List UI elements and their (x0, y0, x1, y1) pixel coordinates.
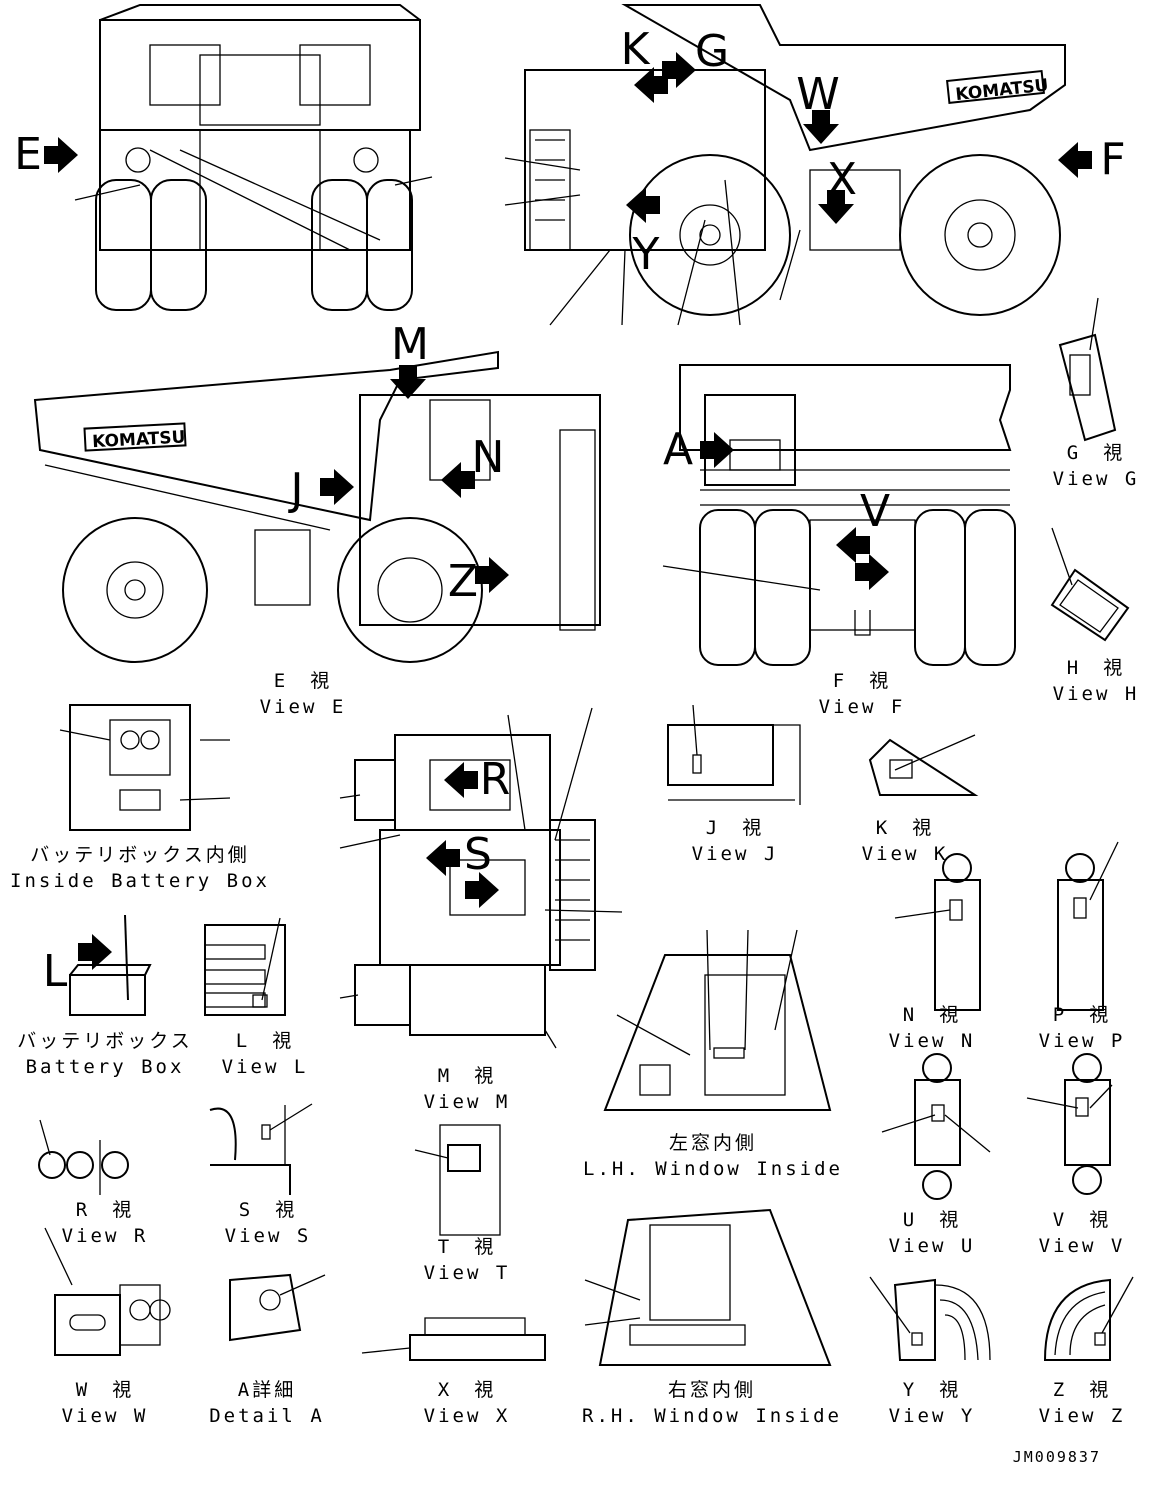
view-l-part (204, 917, 286, 1016)
lh-window-cab (603, 929, 832, 1111)
view-r-part (38, 1119, 129, 1195)
letter-v: V (859, 486, 891, 537)
letter-y: Y (632, 229, 660, 280)
view-v-cylinder (1026, 1053, 1113, 1195)
view-u-cylinder (881, 1053, 991, 1200)
view-m-engine (339, 707, 623, 1049)
letter-r: R (479, 754, 511, 805)
view-s-part (209, 1103, 313, 1195)
letter-k: K (620, 24, 650, 75)
letter-g: G (694, 26, 730, 77)
view-h-part (1050, 527, 1130, 642)
view-g-part (1058, 297, 1117, 442)
letter-x: X (826, 154, 858, 205)
letter-z: Z (447, 556, 479, 607)
letter-n: N (471, 432, 505, 483)
view-y-part (869, 1276, 991, 1361)
view-k-part (868, 734, 979, 796)
letter-e: E (14, 129, 42, 180)
battery-box-part (69, 914, 152, 1016)
rh-window-cab (584, 1208, 832, 1366)
detail-a-part (229, 1273, 326, 1342)
view-w-part (44, 1227, 171, 1356)
letter-a: A (662, 424, 694, 475)
drawing-number: JM009837 (1012, 1448, 1101, 1466)
letter-j: J (290, 464, 304, 515)
view-t-part (414, 1124, 501, 1236)
inside-battery-box-part (59, 704, 231, 831)
view-z-part (1043, 1276, 1134, 1361)
view-x-part (361, 1317, 546, 1361)
truck-front-view (662, 364, 1016, 666)
brand-logo: KOMATSU (92, 427, 186, 452)
truck-left-side-view: KOMATSU (504, 4, 1066, 326)
truck-right-side-view: KOMATSU (33, 350, 601, 663)
letter-w: W (796, 69, 840, 120)
view-n-cylinder (894, 853, 981, 1011)
letter-s: S (464, 829, 492, 880)
letter-m: M (391, 319, 429, 370)
truck-rear-view (74, 4, 433, 311)
view-j-part (667, 704, 801, 805)
letter-f: F (1100, 134, 1126, 185)
letter-l: L (42, 946, 68, 997)
view-p-cylinder (1057, 841, 1119, 1011)
